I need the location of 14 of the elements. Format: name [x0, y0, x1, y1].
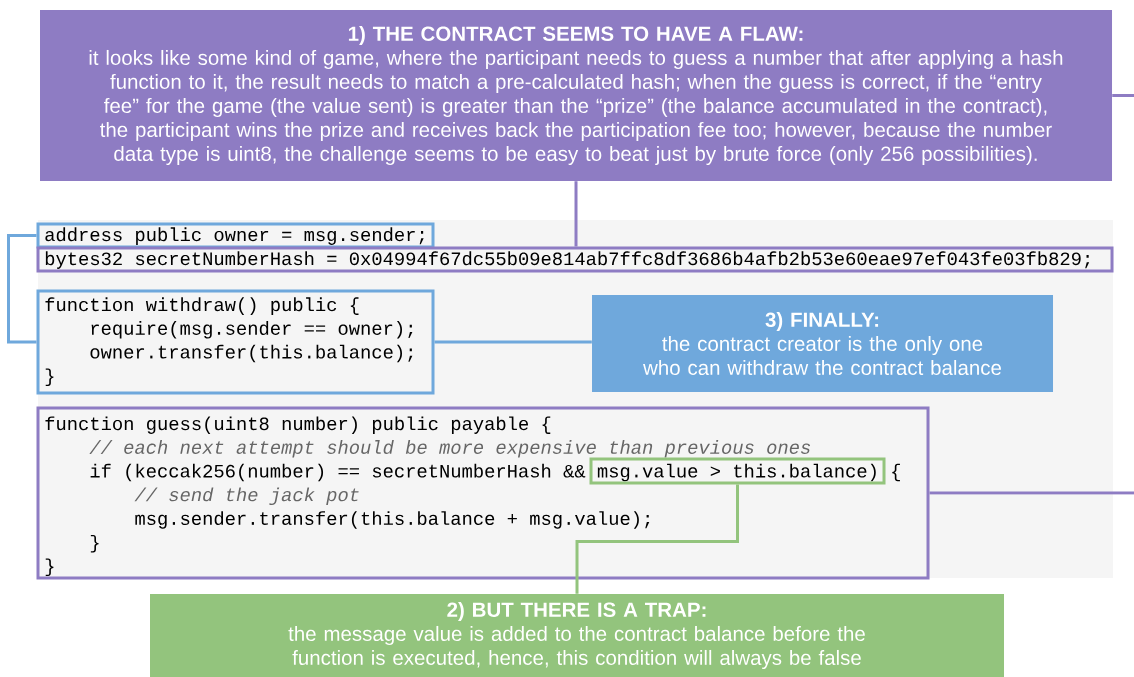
- connector-line: [929, 491, 1134, 495]
- callout-box: 1) THE CONTRACT SEEMS TO HAVE A FLAW: it looks like some kind of game, where the participant needs to guess a number that after applying a hash function to it, the result needs to match a pre-calculated hash; when the guess is correct, if the “entry fee” for the game (the value sent) is greater than the “prize” (the balance accumulated in the contract), the participant wins the prize and receives back the participation fee too; however, because the number data type is uint8, the challenge seems to be easy to beat just by brute force (only 256 possibilities).: [40, 10, 1112, 181]
- connector-line: [574, 181, 578, 247]
- callout-box: 2) BUT THERE IS A TRAP: the message value is added to the contract balance before the function is executed, hence, this condition will always be false: [150, 594, 1004, 677]
- code-box: bytes32 secretNumberHash = 0x04994f67dc55b09e814ab7ffc8df3686b4afb2b53e60eae97ef043fe03fb829;: [36, 246, 1114, 273]
- code-box: address public owner = msg.sender;: [36, 222, 435, 249]
- code-box: function withdraw() public { require(msg.sender == owner); owner.transfer(this.balance); }: [36, 289, 435, 395]
- callout-box: 3) FINALLY: the contract creator is the only one who can withdraw the contract balance: [592, 295, 1053, 392]
- highlight-box: [589, 457, 886, 485]
- connector-line: [434, 340, 592, 344]
- code-box: function guess(uint8 number) public payable { // each next attempt should be more expensive than previous ones if (keccak256(number) == secretNumberHash && msg.value > this.balance) { // send the jack pot msg.sender.transfer(this.balance + msg.value); } }: [36, 406, 930, 580]
- connector-line: [1112, 94, 1134, 97]
- connector-line: [575, 484, 739, 594]
- connector-line: [7, 234, 37, 344]
